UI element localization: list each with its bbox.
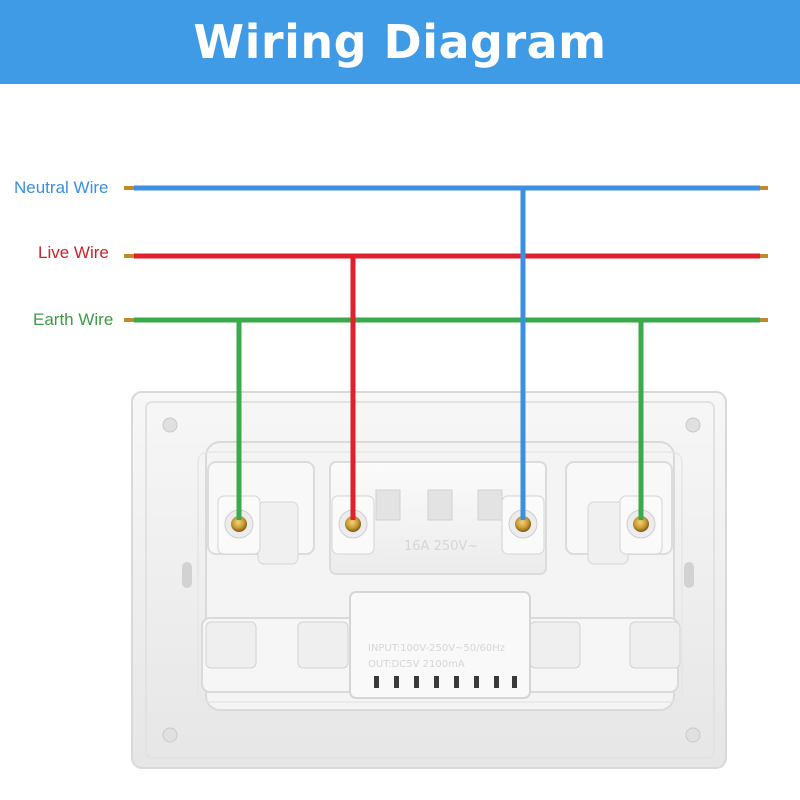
copper-end (760, 186, 768, 190)
mounting-hole (685, 417, 701, 433)
mounting-hole (685, 727, 701, 743)
switch-clip (297, 621, 349, 669)
live-terminal (331, 495, 375, 555)
pin-slot (375, 489, 401, 521)
terminals (217, 495, 663, 555)
switch-clip (205, 621, 257, 669)
mounting-slot (684, 562, 694, 588)
pin-slot (427, 489, 453, 521)
live-wire-label: Live Wire (38, 243, 109, 262)
socket-housing: 16A 250V~ INPUT:100V-250V~50/60Hz OUT:DC… (197, 441, 683, 711)
switch-clip (529, 621, 581, 669)
pin-slot (477, 489, 503, 521)
rating-text: 16A 250V~ (404, 539, 478, 554)
vent-slots (374, 676, 517, 688)
neutral-wire-label: Neutral Wire (14, 178, 109, 197)
earth-terminal-right (619, 495, 663, 555)
mounting-hole (162, 727, 178, 743)
mounting-slot (182, 562, 192, 588)
input-spec-text: INPUT:100V-250V~50/60Hz (368, 643, 505, 654)
neutral-terminal (501, 495, 545, 555)
header-banner: Wiring Diagram (0, 0, 800, 84)
copper-end (124, 318, 134, 322)
usb-module (349, 591, 531, 699)
copper-wire-ends (124, 186, 768, 322)
output-spec-text: OUT:DC5V 2100mA (368, 659, 465, 670)
wires-layer (124, 185, 768, 520)
earth-wire-label: Earth Wire (33, 310, 114, 329)
copper-end (760, 318, 768, 322)
copper-end (124, 186, 134, 190)
earth-terminal-left (217, 495, 261, 555)
copper-end (124, 254, 134, 258)
diagram-title: Wiring Diagram (193, 15, 607, 69)
mounting-hole (162, 417, 178, 433)
switch-clip (629, 621, 681, 669)
copper-end (760, 254, 768, 258)
